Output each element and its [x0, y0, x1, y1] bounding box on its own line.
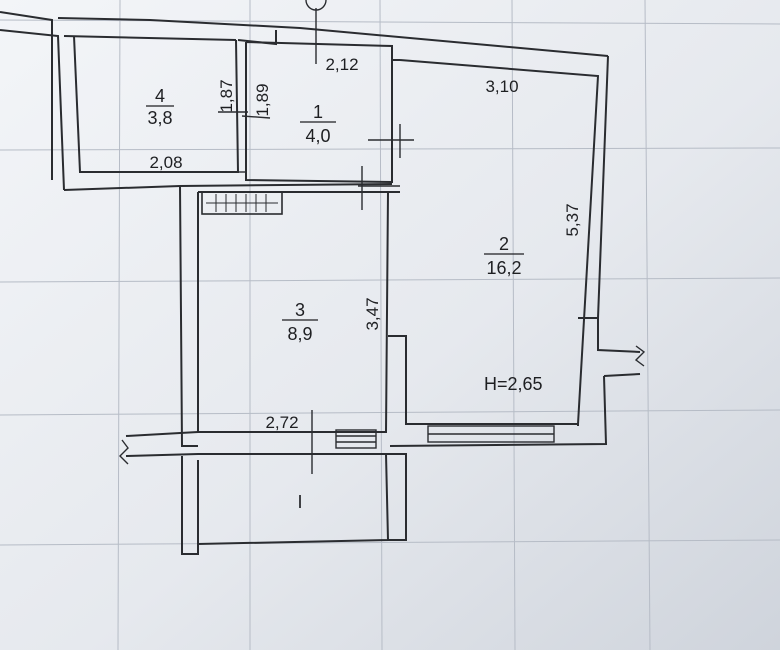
room-1-label: 1 4,0	[300, 102, 336, 146]
dim-room2-width: 3,10	[485, 77, 518, 96]
dim-room1-width: 2,12	[325, 55, 358, 74]
dim-room3-width: 2,72	[265, 413, 298, 432]
room-2-number: 2	[499, 234, 509, 254]
balcony-label: I	[297, 492, 302, 512]
room-1-area: 4,0	[305, 126, 330, 146]
dim-room3-height: 3,47	[363, 297, 382, 330]
dim-room1-height: 1,89	[253, 83, 272, 116]
room-3-number: 3	[295, 300, 305, 320]
room-1-number: 1	[313, 102, 323, 122]
dim-room2-height: 5,37	[563, 203, 582, 236]
room-4-number: 4	[155, 86, 165, 106]
dim-room4-width: 2,08	[149, 153, 182, 172]
kitchen-unit-icon	[201, 191, 283, 215]
dimension-marks	[218, 0, 414, 474]
ceiling-height-label: H=2,65	[484, 374, 543, 394]
dim-room4-height: 1,87	[217, 79, 236, 112]
room-3-area: 8,9	[287, 324, 312, 344]
room-4-label: 4 3,8	[146, 86, 174, 128]
room-2-area: 16,2	[486, 258, 521, 278]
room-3-label: 3 8,9	[282, 300, 318, 344]
walls	[0, 11, 646, 555]
room-2-label: 2 16,2	[484, 234, 524, 278]
room-4-area: 3,8	[147, 108, 172, 128]
